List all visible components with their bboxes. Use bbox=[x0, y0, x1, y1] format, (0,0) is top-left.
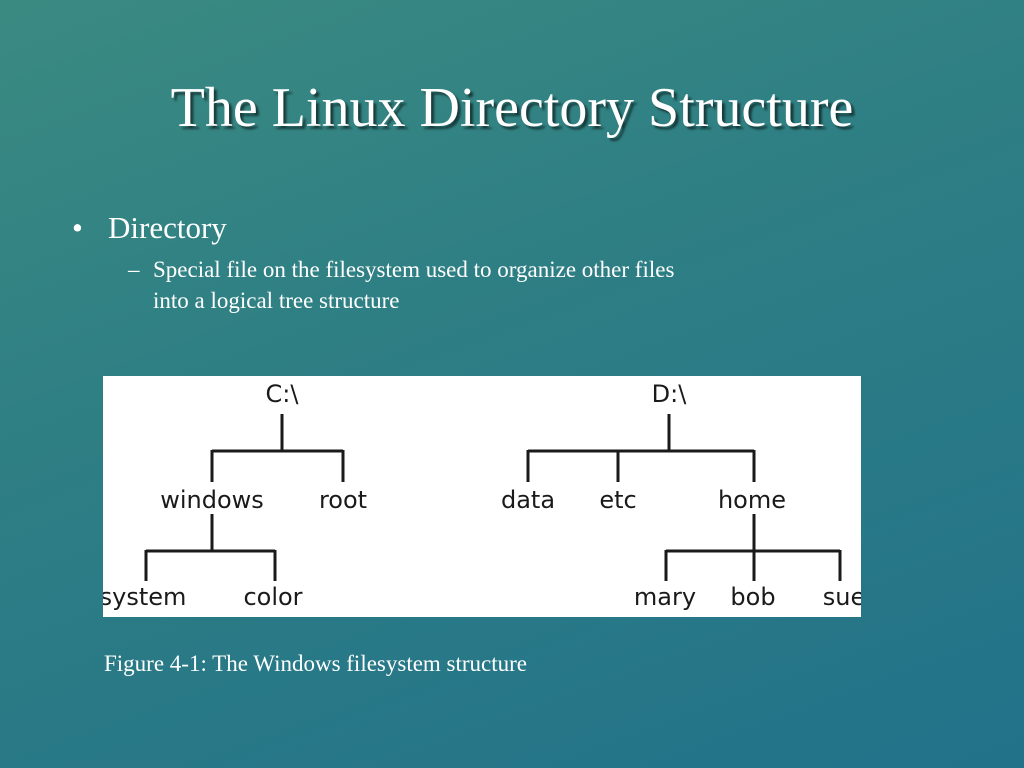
sub-bullet-line-2: into a logical tree structure bbox=[153, 288, 400, 313]
filesystem-figure: C:\ windows root system color D:\ data e… bbox=[103, 376, 861, 617]
node-color: color bbox=[243, 583, 302, 611]
sub-bullet-marker: – bbox=[128, 257, 140, 282]
tree-labels: C:\ windows root system color D:\ data e… bbox=[103, 380, 861, 611]
node-root: root bbox=[319, 486, 367, 514]
tree-connectors bbox=[144, 414, 842, 581]
bullet-text: Directory bbox=[108, 210, 227, 245]
node-etc: etc bbox=[599, 486, 636, 514]
node-d-drive: D:\ bbox=[652, 380, 688, 408]
slide-title: The Linux Directory Structure bbox=[170, 77, 854, 139]
node-sue: sue bbox=[823, 583, 861, 611]
node-data: data bbox=[501, 486, 555, 514]
node-home: home bbox=[718, 486, 786, 514]
node-c-drive: C:\ bbox=[266, 380, 300, 408]
node-mary: mary bbox=[634, 583, 696, 611]
node-system: system bbox=[103, 583, 186, 611]
node-windows: windows bbox=[160, 486, 264, 514]
node-bob: bob bbox=[730, 583, 775, 611]
sub-bullet-line-1: Special file on the filesystem used to o… bbox=[153, 257, 675, 282]
bullet-marker: • bbox=[72, 210, 83, 245]
filesystem-tree-diagram: C:\ windows root system color D:\ data e… bbox=[103, 380, 861, 611]
figure-caption: Figure 4-1: The Windows filesystem struc… bbox=[104, 651, 528, 676]
